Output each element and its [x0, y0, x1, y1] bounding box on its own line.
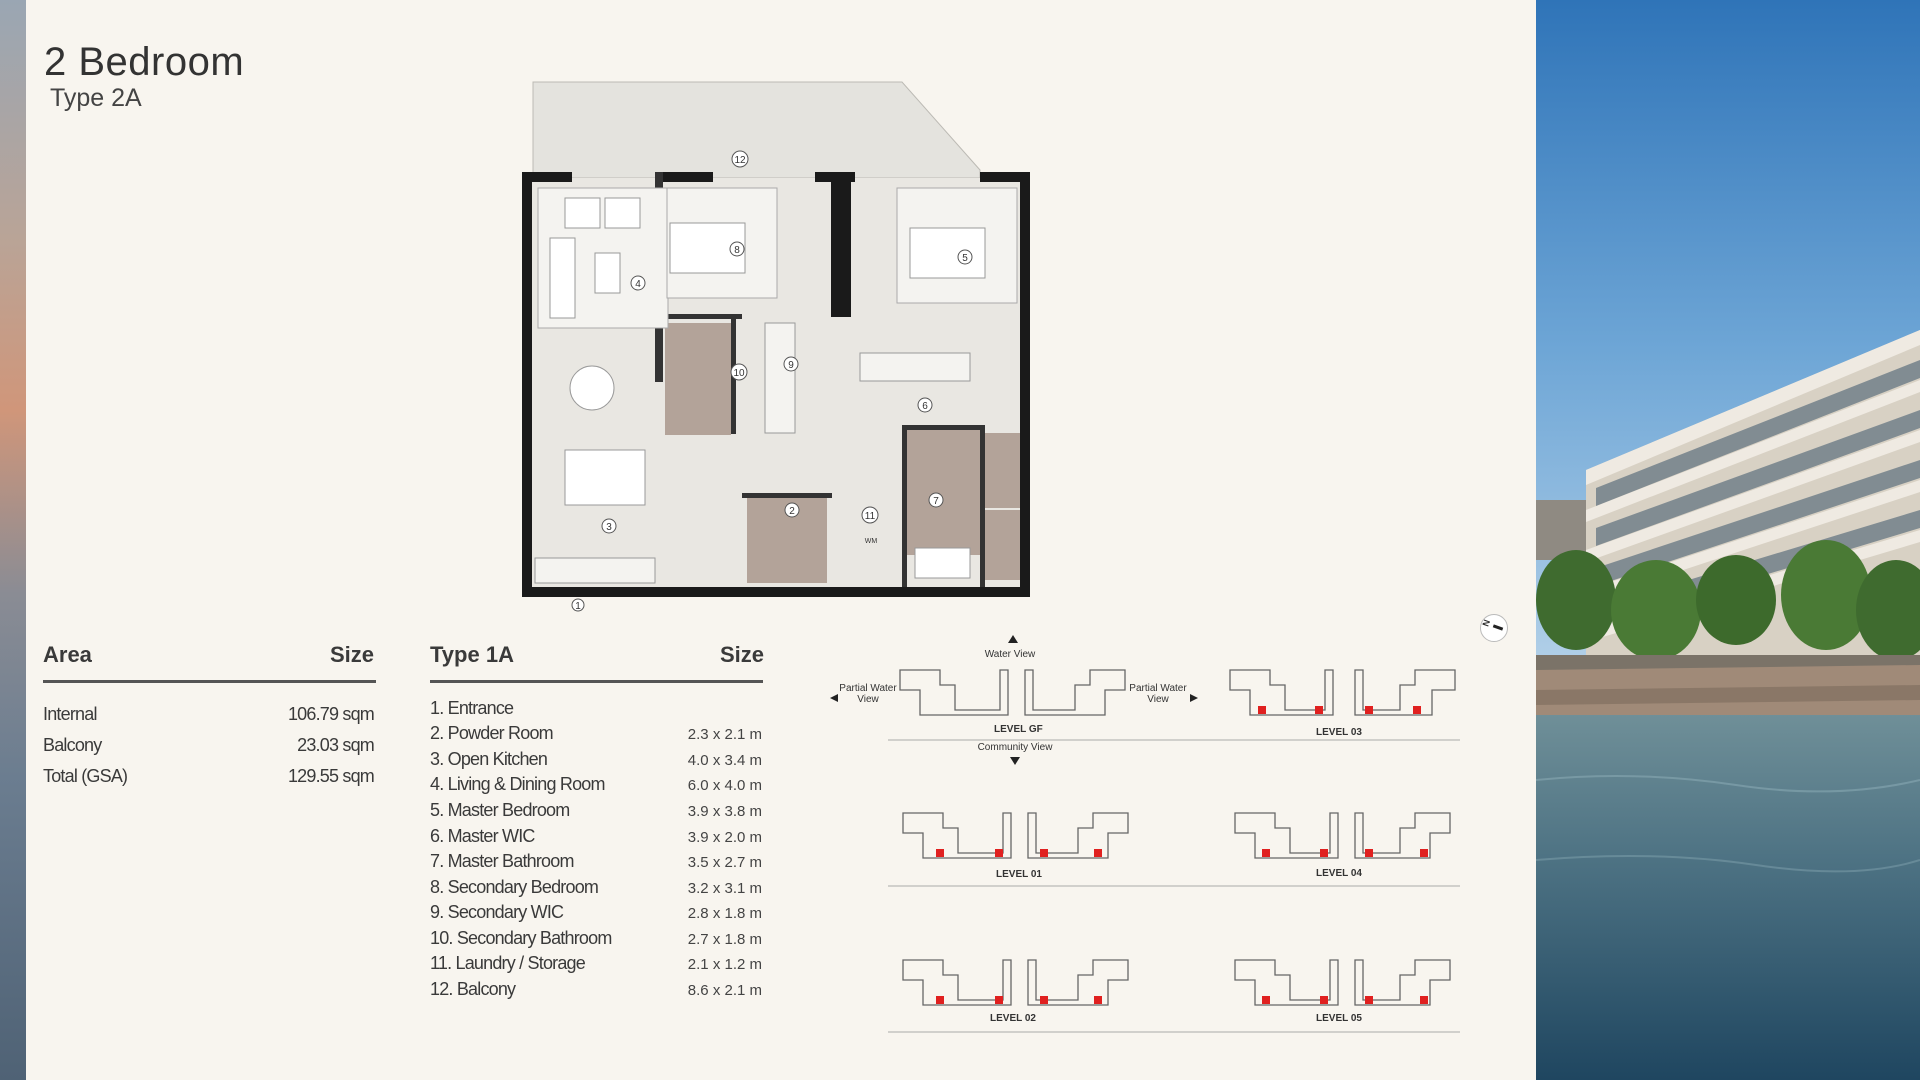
level-label: LEVEL 05 [1316, 1013, 1362, 1024]
room-row-value: 2.3 x 2.1 m [687, 726, 762, 743]
area-row-value: 129.55 sqm [287, 766, 375, 786]
area-row-label: Internal [43, 704, 97, 724]
partial-water-view-left: Partial Water View [839, 683, 897, 705]
room-number-11: 11 [865, 511, 876, 522]
room-number-4: 4 [635, 279, 641, 290]
room-row-value: 3.9 x 3.8 m [687, 803, 762, 820]
left-photo-strip [0, 0, 26, 1080]
room-number-1: 1 [575, 601, 581, 612]
area-row-label: Balcony [43, 735, 102, 755]
room-row-value: 2.7 x 1.8 m [687, 931, 762, 948]
level-label: LEVEL 04 [1316, 868, 1362, 879]
room-row-value: 8.6 x 2.1 m [687, 982, 762, 999]
room-row-value: 2.1 x 1.2 m [687, 956, 762, 973]
room-table-heading: Type 1A [430, 642, 514, 667]
room-row-value: 3.9 x 2.0 m [687, 829, 762, 846]
compass-icon: N [1480, 614, 1508, 642]
room-number-markers: 1 2 3 4 5 6 7 8 9 10 11 12 WM [571, 150, 973, 612]
room-row-label: 5. Master Bedroom [430, 800, 570, 820]
level-label: LEVEL GF [994, 724, 1043, 735]
area-row-label: Total (GSA) [43, 766, 128, 786]
level-label: LEVEL 03 [1316, 727, 1362, 738]
room-row-value: 3.5 x 2.7 m [687, 854, 762, 871]
room-row-value: 2.8 x 1.8 m [687, 905, 762, 922]
water-view-label: Water View [984, 649, 1036, 660]
room-number-2: 2 [789, 506, 795, 517]
area-row-value: 23.03 sqm [297, 735, 375, 755]
room-row-value: 4.0 x 3.4 m [687, 752, 762, 769]
room-table-rule [430, 680, 763, 683]
area-size-heading: Size [330, 642, 375, 667]
room-row-label: 4. Living & Dining Room [430, 774, 606, 794]
room-row-label: 12. Balcony [430, 979, 516, 999]
room-row-label: 10. Secondary Bathroom [430, 928, 612, 948]
compass-north-label: N [1480, 618, 1493, 628]
partial-water-view-right: Partial Water View [1129, 683, 1187, 705]
area-table-heading: Area [43, 642, 92, 667]
room-number-7: 7 [933, 496, 939, 507]
room-row-value: 6.0 x 4.0 m [687, 777, 762, 794]
room-row-label: 9. Secondary WIC [430, 902, 564, 922]
room-number-12: 12 [734, 155, 746, 166]
room-row-label: 2. Powder Room [430, 723, 554, 743]
room-row-label: 6. Master WIC [430, 826, 535, 846]
room-row-label: 11. Laundry / Storage [430, 953, 586, 973]
room-number-6: 6 [922, 401, 928, 412]
area-table-rule [43, 680, 376, 683]
room-number-10: 10 [733, 368, 745, 379]
community-view-label: Community View [977, 742, 1053, 753]
waterfront-render-photo [1536, 0, 1920, 1080]
area-row-value: 106.79 sqm [287, 704, 375, 724]
page-title: 2 Bedroom [44, 40, 245, 84]
room-row-label: 7. Master Bathroom [430, 851, 574, 871]
room-number-5: 5 [962, 253, 968, 264]
unit-type-subtitle: Type 2A [50, 84, 142, 112]
level-label: LEVEL 01 [996, 869, 1042, 880]
room-row-label: 8. Secondary Bedroom [430, 877, 599, 897]
room-number-3: 3 [606, 522, 612, 533]
room-row-value: 3.2 x 3.1 m [687, 880, 762, 897]
room-number-8: 8 [734, 245, 740, 256]
room-row-label: 3. Open Kitchen [430, 749, 548, 769]
room-number-9: 9 [788, 360, 794, 371]
floor-plan: 1 2 3 4 5 6 7 8 9 10 11 12 WM [505, 78, 1035, 623]
laundry-tag: WM [865, 538, 878, 545]
room-row-label: 1. Entrance [430, 698, 514, 718]
level-label: LEVEL 02 [990, 1013, 1036, 1024]
room-size-heading: Size [720, 642, 765, 667]
